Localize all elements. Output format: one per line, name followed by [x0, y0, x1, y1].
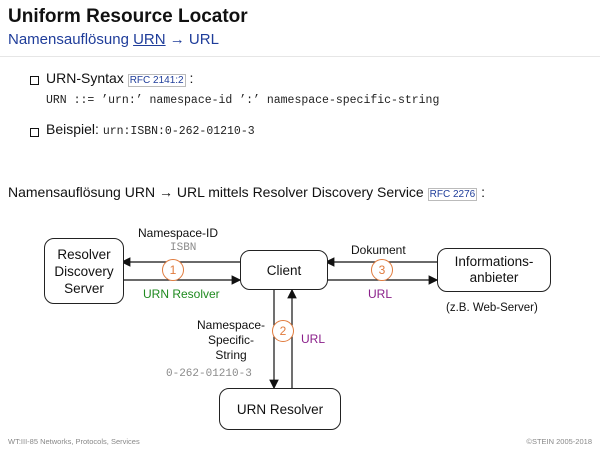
resolver-discovery-line3: Server [64, 280, 104, 296]
namespace-id-label: Namespace-ID [138, 226, 219, 240]
step-3-text: 3 [378, 263, 386, 277]
header-divider [0, 56, 600, 57]
example-label: Beispiel: [46, 121, 99, 137]
section-heading: Namensauflösung URN → URL mittels Resolv… [8, 184, 485, 201]
ns-line3: String [215, 348, 247, 362]
step-3-badge: 3 [371, 259, 393, 281]
step-2-text: 2 [279, 324, 287, 338]
list-item: URN-Syntax RFC 2141:2 : [46, 70, 194, 87]
information-provider-box[interactable]: Informations- anbieter [437, 248, 551, 292]
subtitle-urn-link[interactable]: URN [133, 31, 166, 48]
resolver-discovery-line2: Discovery [54, 263, 114, 279]
dokument-label: Dokument [351, 243, 406, 257]
resolver-discovery-line1: Resolver [57, 246, 111, 262]
footer-right: ©STEIN 2005-2018 [526, 437, 592, 446]
urn-resolver-label: URN Resolver [236, 401, 324, 417]
urn-resolver-arrow-label: URN Resolver [143, 287, 220, 301]
info-line2: anbieter [469, 270, 519, 285]
urn-syntax-colon: : [185, 70, 194, 86]
step-1-badge: 1 [162, 259, 184, 281]
section-colon: : [477, 184, 485, 200]
list-item: Beispiel: urn:ISBN:0-262-01210-3 [46, 121, 255, 138]
urn-syntax-code: URN ::= ’urn:’ namespace-id ’:’ namespac… [46, 94, 440, 107]
rfc-2276-link[interactable]: RFC 2276 [427, 188, 478, 201]
step-1-text: 1 [169, 263, 177, 277]
footer-left: WT:III-85 Networks, Protocols, Services [8, 437, 140, 446]
page-subtitle: Namensauflösung URN → URL [8, 31, 219, 48]
info-note: (z.B. Web-Server) [446, 302, 538, 314]
isbn-label: ISBN [170, 242, 197, 254]
bullet-icon [30, 128, 39, 137]
bullet-icon [30, 76, 39, 85]
ns-line1: Namespace- [197, 318, 266, 332]
url-right-label: URL [368, 287, 393, 301]
step-2-badge: 2 [272, 320, 294, 342]
subtitle-prefix: Namensauflösung [8, 31, 134, 48]
example-code: urn:ISBN:0-262-01210-3 [102, 125, 255, 138]
client-label: Client [266, 262, 302, 278]
ns-value-label: 0-262-01210-3 [166, 368, 252, 380]
page-title: Uniform Resource Locator [8, 6, 248, 27]
ns-line2: Specific- [208, 333, 255, 347]
client-box[interactable]: Client [240, 250, 328, 290]
url-down-label: URL [301, 332, 326, 346]
namespace-specific-string-label: Namespace- Specific- String [197, 318, 265, 363]
urn-resolver-box[interactable]: URN Resolver [219, 388, 341, 430]
info-line1: Informations- [454, 254, 534, 269]
urn-syntax-label: URN-Syntax [46, 70, 124, 86]
section-text: Namensauflösung URN → URL mittels Resolv… [8, 184, 424, 200]
rfc-2141-link[interactable]: RFC 2141:2 [127, 74, 186, 87]
resolver-discovery-server-box[interactable]: Resolver Discovery Server [44, 238, 124, 304]
subtitle-suffix: → URL [165, 31, 219, 48]
